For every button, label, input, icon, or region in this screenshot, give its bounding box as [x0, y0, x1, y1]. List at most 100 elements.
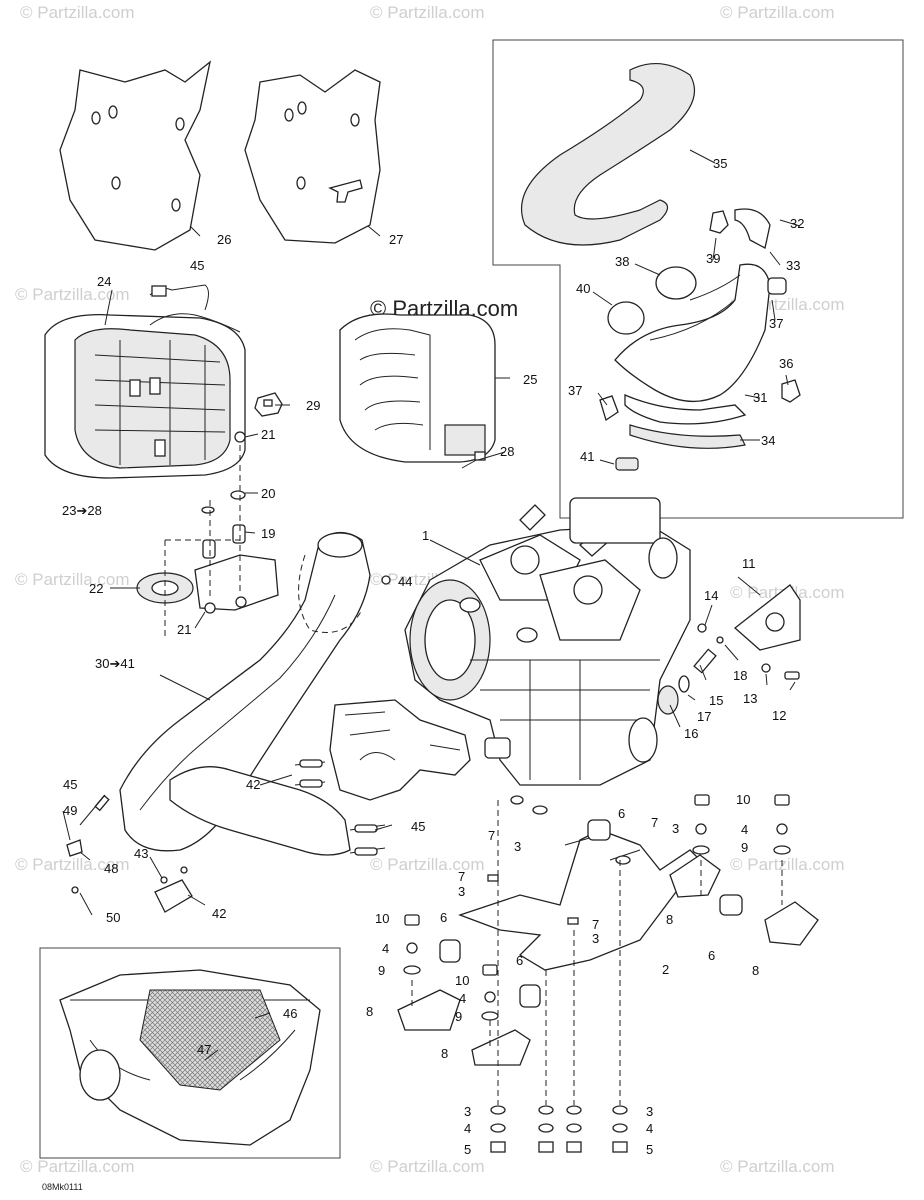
callout-18: 18	[733, 668, 747, 683]
callout-41: 41	[580, 449, 594, 464]
callout-4: 4	[459, 991, 466, 1006]
belly-pan-inset-frame	[39, 947, 341, 1159]
callout-22: 22	[89, 581, 103, 596]
callout-42: 42	[212, 906, 226, 921]
callout-11: 11	[742, 556, 756, 571]
callout-3: 3	[464, 1104, 471, 1119]
muffler-25	[339, 313, 496, 463]
springs-42	[294, 759, 386, 856]
callout-7: 7	[458, 869, 465, 884]
callout-28: 28	[500, 444, 514, 459]
heat-shield-27	[244, 69, 381, 244]
callout-45: 45	[63, 777, 77, 792]
callout-5: 5	[464, 1142, 471, 1157]
callout-30-41: 30➔41	[95, 656, 135, 671]
callout-3: 3	[514, 839, 521, 854]
callout-12: 12	[772, 708, 786, 723]
callout-9: 9	[741, 840, 748, 855]
expansion-chamber-30	[119, 531, 371, 856]
rubber-mounts-6	[439, 819, 743, 1008]
callout-48: 48	[104, 861, 118, 876]
callout-17: 17	[697, 709, 711, 724]
callout-38: 38	[615, 254, 629, 269]
callout-3: 3	[646, 1104, 653, 1119]
callout-43: 43	[134, 846, 148, 861]
belly-pan-47	[59, 969, 321, 1146]
watermark-text: © Partzilla.com	[720, 1157, 835, 1176]
callout-7: 7	[592, 917, 599, 932]
watermark-layer: © Partzilla.com © Partzilla.com © Partzi…	[15, 3, 845, 1176]
left-hardware-45-50	[66, 794, 193, 913]
grommet-29	[254, 392, 283, 417]
callout-labels: 1 2 3 3 3 3 3 3 4 4 4 4 4 5 5 6 6 6 6 7 …	[62, 156, 804, 1157]
callout-23-28: 23➔28	[62, 503, 102, 518]
callout-13: 13	[743, 691, 757, 706]
callout-4: 4	[464, 1121, 471, 1136]
heat-shield-26	[59, 60, 212, 251]
callout-6: 6	[440, 910, 447, 925]
callout-19: 19	[261, 526, 275, 541]
watermark-text: © Partzilla.com	[15, 570, 130, 589]
engine-plate-2	[458, 829, 701, 971]
callout-21: 21	[177, 622, 191, 637]
callout-8: 8	[666, 912, 673, 927]
engine-1	[404, 497, 691, 786]
muffler-24	[44, 313, 246, 479]
exhaust-kit-inset-frame	[492, 39, 904, 519]
callout-9: 9	[378, 963, 385, 978]
callout-1: 1	[422, 528, 429, 543]
exhaust-manifold	[329, 699, 471, 801]
callout-31: 31	[753, 390, 767, 405]
callout-36: 36	[779, 356, 793, 371]
spring-45	[149, 284, 209, 311]
callout-6: 6	[708, 948, 715, 963]
mesh-screen-46	[139, 989, 281, 1091]
callout-33: 33	[786, 258, 800, 273]
clamps-36-40	[599, 208, 801, 471]
callout-6: 6	[516, 953, 523, 968]
watermark-text: © Partzilla.com	[15, 285, 130, 304]
bolts-washers-nuts	[403, 794, 791, 1153]
heat-shield-34	[629, 424, 746, 449]
callout-24: 24	[97, 274, 111, 289]
callout-10: 10	[736, 792, 750, 807]
callout-42: 42	[246, 777, 260, 792]
callout-7: 7	[488, 828, 495, 843]
brackets-8	[397, 854, 819, 1066]
callout-20: 20	[261, 486, 275, 501]
watermark-text: © Partzilla.com	[20, 3, 135, 22]
watermark-text: © Partzilla.com	[15, 855, 130, 874]
watermark-text: © Partzilla.com	[720, 3, 835, 22]
callout-45: 45	[411, 819, 425, 834]
callout-25: 25	[523, 372, 537, 387]
callout-10: 10	[375, 911, 389, 926]
callout-7: 7	[651, 815, 658, 830]
callout-26: 26	[217, 232, 231, 247]
drain-plug-44	[381, 575, 391, 585]
engine-mount-parts-11-18	[657, 584, 801, 715]
watermark-text: © Partzilla.com	[370, 3, 485, 22]
callout-27: 27	[389, 232, 403, 247]
probe-28	[461, 451, 486, 469]
callout-8: 8	[441, 1046, 448, 1061]
callout-46: 46	[283, 1006, 297, 1021]
rubber-mount-stack	[136, 431, 279, 640]
callout-4: 4	[646, 1121, 653, 1136]
callout-16: 16	[684, 726, 698, 741]
callout-3: 3	[672, 821, 679, 836]
callout-4: 4	[741, 822, 748, 837]
callout-3: 3	[592, 931, 599, 946]
leader-lines	[62, 149, 801, 1061]
callout-39: 39	[706, 251, 720, 266]
callout-2: 2	[662, 962, 669, 977]
callout-37: 37	[769, 316, 783, 331]
callout-3: 3	[458, 884, 465, 899]
callout-8: 8	[366, 1004, 373, 1019]
pipe-sleeve-35	[521, 62, 696, 246]
watermark-text: © Partzilla.com	[370, 855, 485, 874]
callout-49: 49	[63, 803, 77, 818]
callout-4: 4	[382, 941, 389, 956]
callout-29: 29	[306, 398, 320, 413]
exhaust-pipe-31	[614, 263, 771, 425]
